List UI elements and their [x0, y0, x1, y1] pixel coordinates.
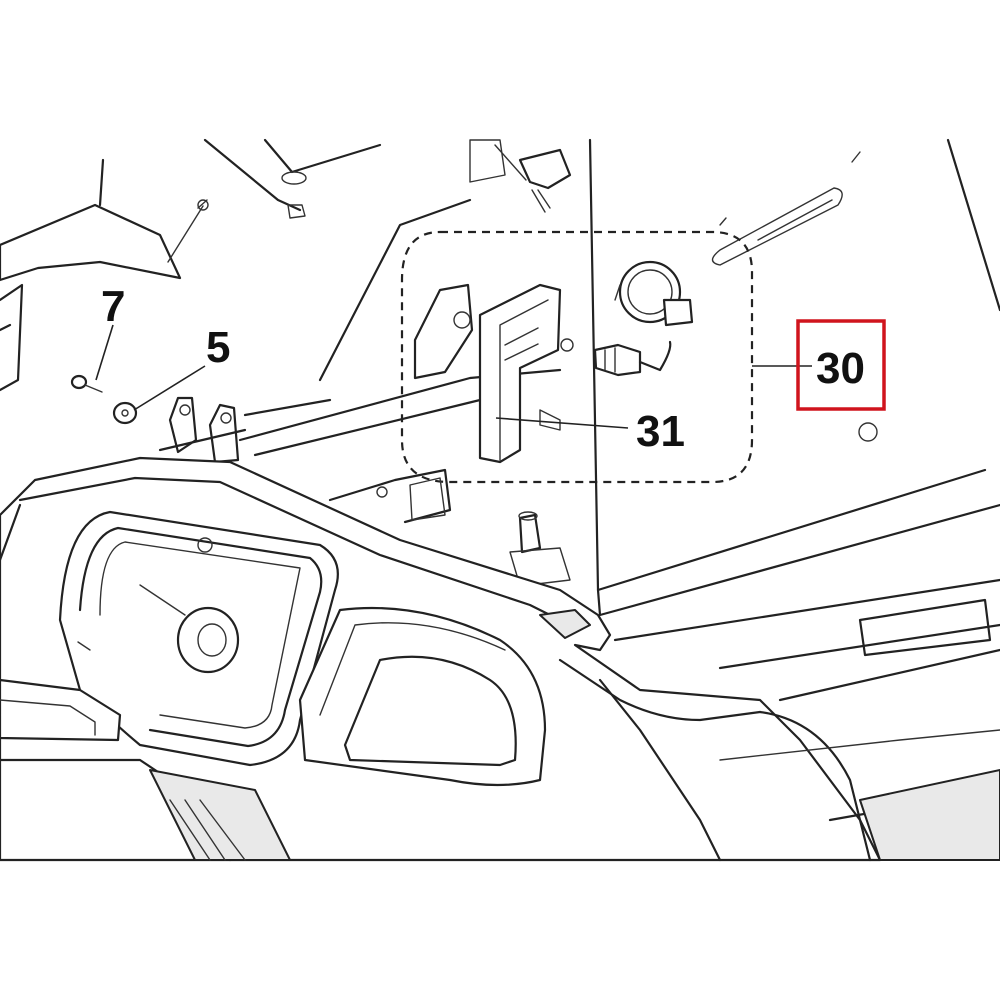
- leader-line-5: [133, 365, 206, 411]
- upper-bracket: [203, 138, 382, 219]
- highlight-box-30: [796, 319, 886, 411]
- leader-line-7: [95, 324, 114, 381]
- callout-31: 31: [636, 407, 685, 456]
- sensor-cable: [593, 340, 672, 377]
- mounting-plate: [328, 283, 474, 524]
- hinge-brackets: [158, 396, 247, 464]
- screw-part: [70, 374, 103, 393]
- callout-7: 7: [101, 282, 125, 331]
- connector-plug: [469, 139, 572, 213]
- callout-30: 30: [816, 344, 865, 393]
- dashboard-cluster: [0, 456, 1000, 862]
- washer-part: [112, 401, 138, 425]
- callout-5: 5: [206, 323, 230, 372]
- left-cover-panel: [0, 158, 182, 392]
- stud-pin: [509, 511, 571, 587]
- assembly-group-outline: [400, 230, 754, 484]
- main-panel: [238, 138, 1000, 702]
- small-screw: [167, 199, 209, 263]
- leader-line-31: [495, 417, 629, 429]
- ignition-switch: [614, 260, 694, 327]
